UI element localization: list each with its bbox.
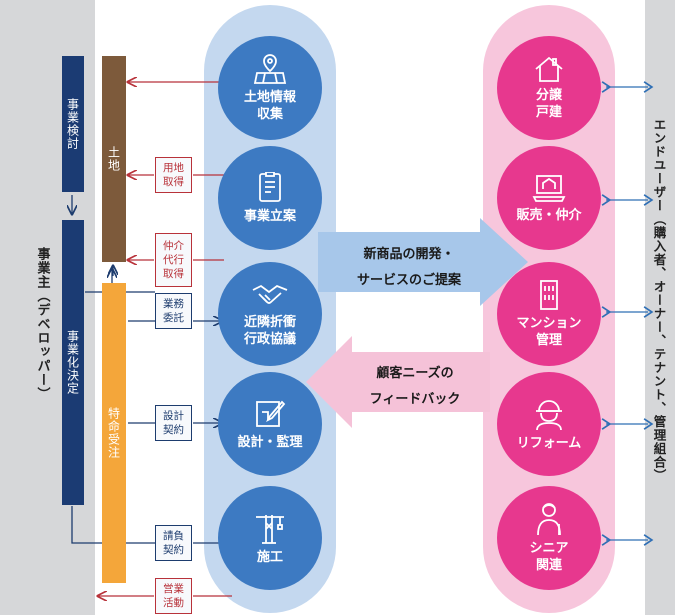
worker-icon [536,399,562,430]
service-senior: シニア 関連 [497,486,601,590]
tag-design-line-2: 契約 [163,424,184,436]
tag-construction-contract: 請負 契約 [155,525,192,561]
tag-construction-line-1: 請負 [163,530,184,542]
business-plan-icon [259,171,281,202]
building-icon [540,280,558,310]
tag-land-acquisition: 用地 取得 [155,157,192,193]
tag-consignment-line-1: 業務 [163,298,184,310]
tag-agency-line-2: 代行 [163,254,184,266]
land-info-icon [253,54,287,84]
service-business-plan-line-1: 事業立案 [243,208,296,224]
service-negotiation: 近隣折衝 行政協議 [218,262,322,366]
service-land-info-line-1: 土地情報 [243,90,296,105]
tag-sales-line-1: 営業 [163,583,184,595]
tag-agency-line-1: 仲介 [163,240,184,252]
handshake-icon [252,284,288,304]
tag-consignment: 業務 委託 [155,293,192,329]
phase-special-order-label: 特命受注 [106,407,121,459]
service-negotiation-line-2: 行政協議 [243,332,296,347]
service-land-info: 土地情報 収集 [218,36,322,140]
phase-land-bar: 土地 [102,56,126,262]
service-condo-management: マンション 管理 [497,262,601,366]
owner-label: 事業主（デベロッパー） [34,247,50,401]
service-business-plan: 事業立案 [218,146,322,250]
tag-design-line-1: 設計 [163,410,184,422]
crane-icon [256,514,284,544]
tag-sales-line-2: 活動 [163,597,184,609]
service-sales-brokerage: 販売・仲介 [497,146,601,250]
feedback-line-2: フィードバック [369,392,461,407]
service-design: 設計・監理 [218,372,322,476]
phase-decision-label: 事業化決定 [65,330,80,395]
proposal-line-1: 新商品の開発・ [363,247,455,262]
computer-icon [532,174,566,202]
feedback-line-1: 顧客ニーズの [376,366,454,381]
phase-study-bar: 事業検討 [62,56,84,192]
service-detached-house-line-1: 分譲 [535,88,562,103]
design-icon [256,400,286,427]
service-condo-management-line-1: マンション [516,316,582,331]
end-user-label: エンドユーザー（購入者、オーナー、テナント、管理組合） [651,117,667,483]
tag-agency-acquisition: 仲介 代行 取得 [155,233,192,287]
proposal-text: 新商品の開発・ サービスのご提案 [334,242,484,294]
service-reform: リフォーム [497,372,601,476]
tag-design-contract: 設計 契約 [155,405,192,441]
tag-consignment-line-2: 委託 [163,312,184,324]
tag-land-acquisition-line-2: 取得 [163,176,184,188]
service-construction: 施工 [218,486,322,590]
service-senior-line-2: 関連 [535,558,562,573]
service-reform-line-1: リフォーム [516,435,582,451]
proposal-line-2: サービスのご提案 [356,273,461,288]
feedback-text: 顧客ニーズの フィードバック [350,361,480,413]
service-sales-brokerage-line-1: 販売・仲介 [516,207,582,223]
service-construction-line-1: 施工 [256,549,283,565]
service-senior-line-1: シニア [529,541,569,556]
tag-sales-activity: 営業 活動 [155,578,192,614]
house-icon [535,56,563,82]
service-condo-management-line-2: 管理 [535,333,562,348]
phase-study-label: 事業検討 [65,98,80,150]
service-negotiation-line-1: 近隣折衝 [243,315,296,330]
service-detached-house-line-2: 戸建 [535,105,562,120]
phase-land-label: 土地 [106,146,121,172]
senior-icon [537,503,561,536]
tag-construction-line-2: 契約 [163,544,184,556]
service-land-info-line-2: 収集 [256,107,283,122]
service-detached-house: 分譲 戸建 [497,36,601,140]
phase-special-order-bar: 特命受注 [102,283,126,583]
tag-agency-line-3: 取得 [163,268,184,280]
service-design-line-1: 設計・監理 [237,434,303,450]
phase-decision-bar: 事業化決定 [62,220,84,505]
tag-land-acquisition-line-1: 用地 [163,162,184,174]
